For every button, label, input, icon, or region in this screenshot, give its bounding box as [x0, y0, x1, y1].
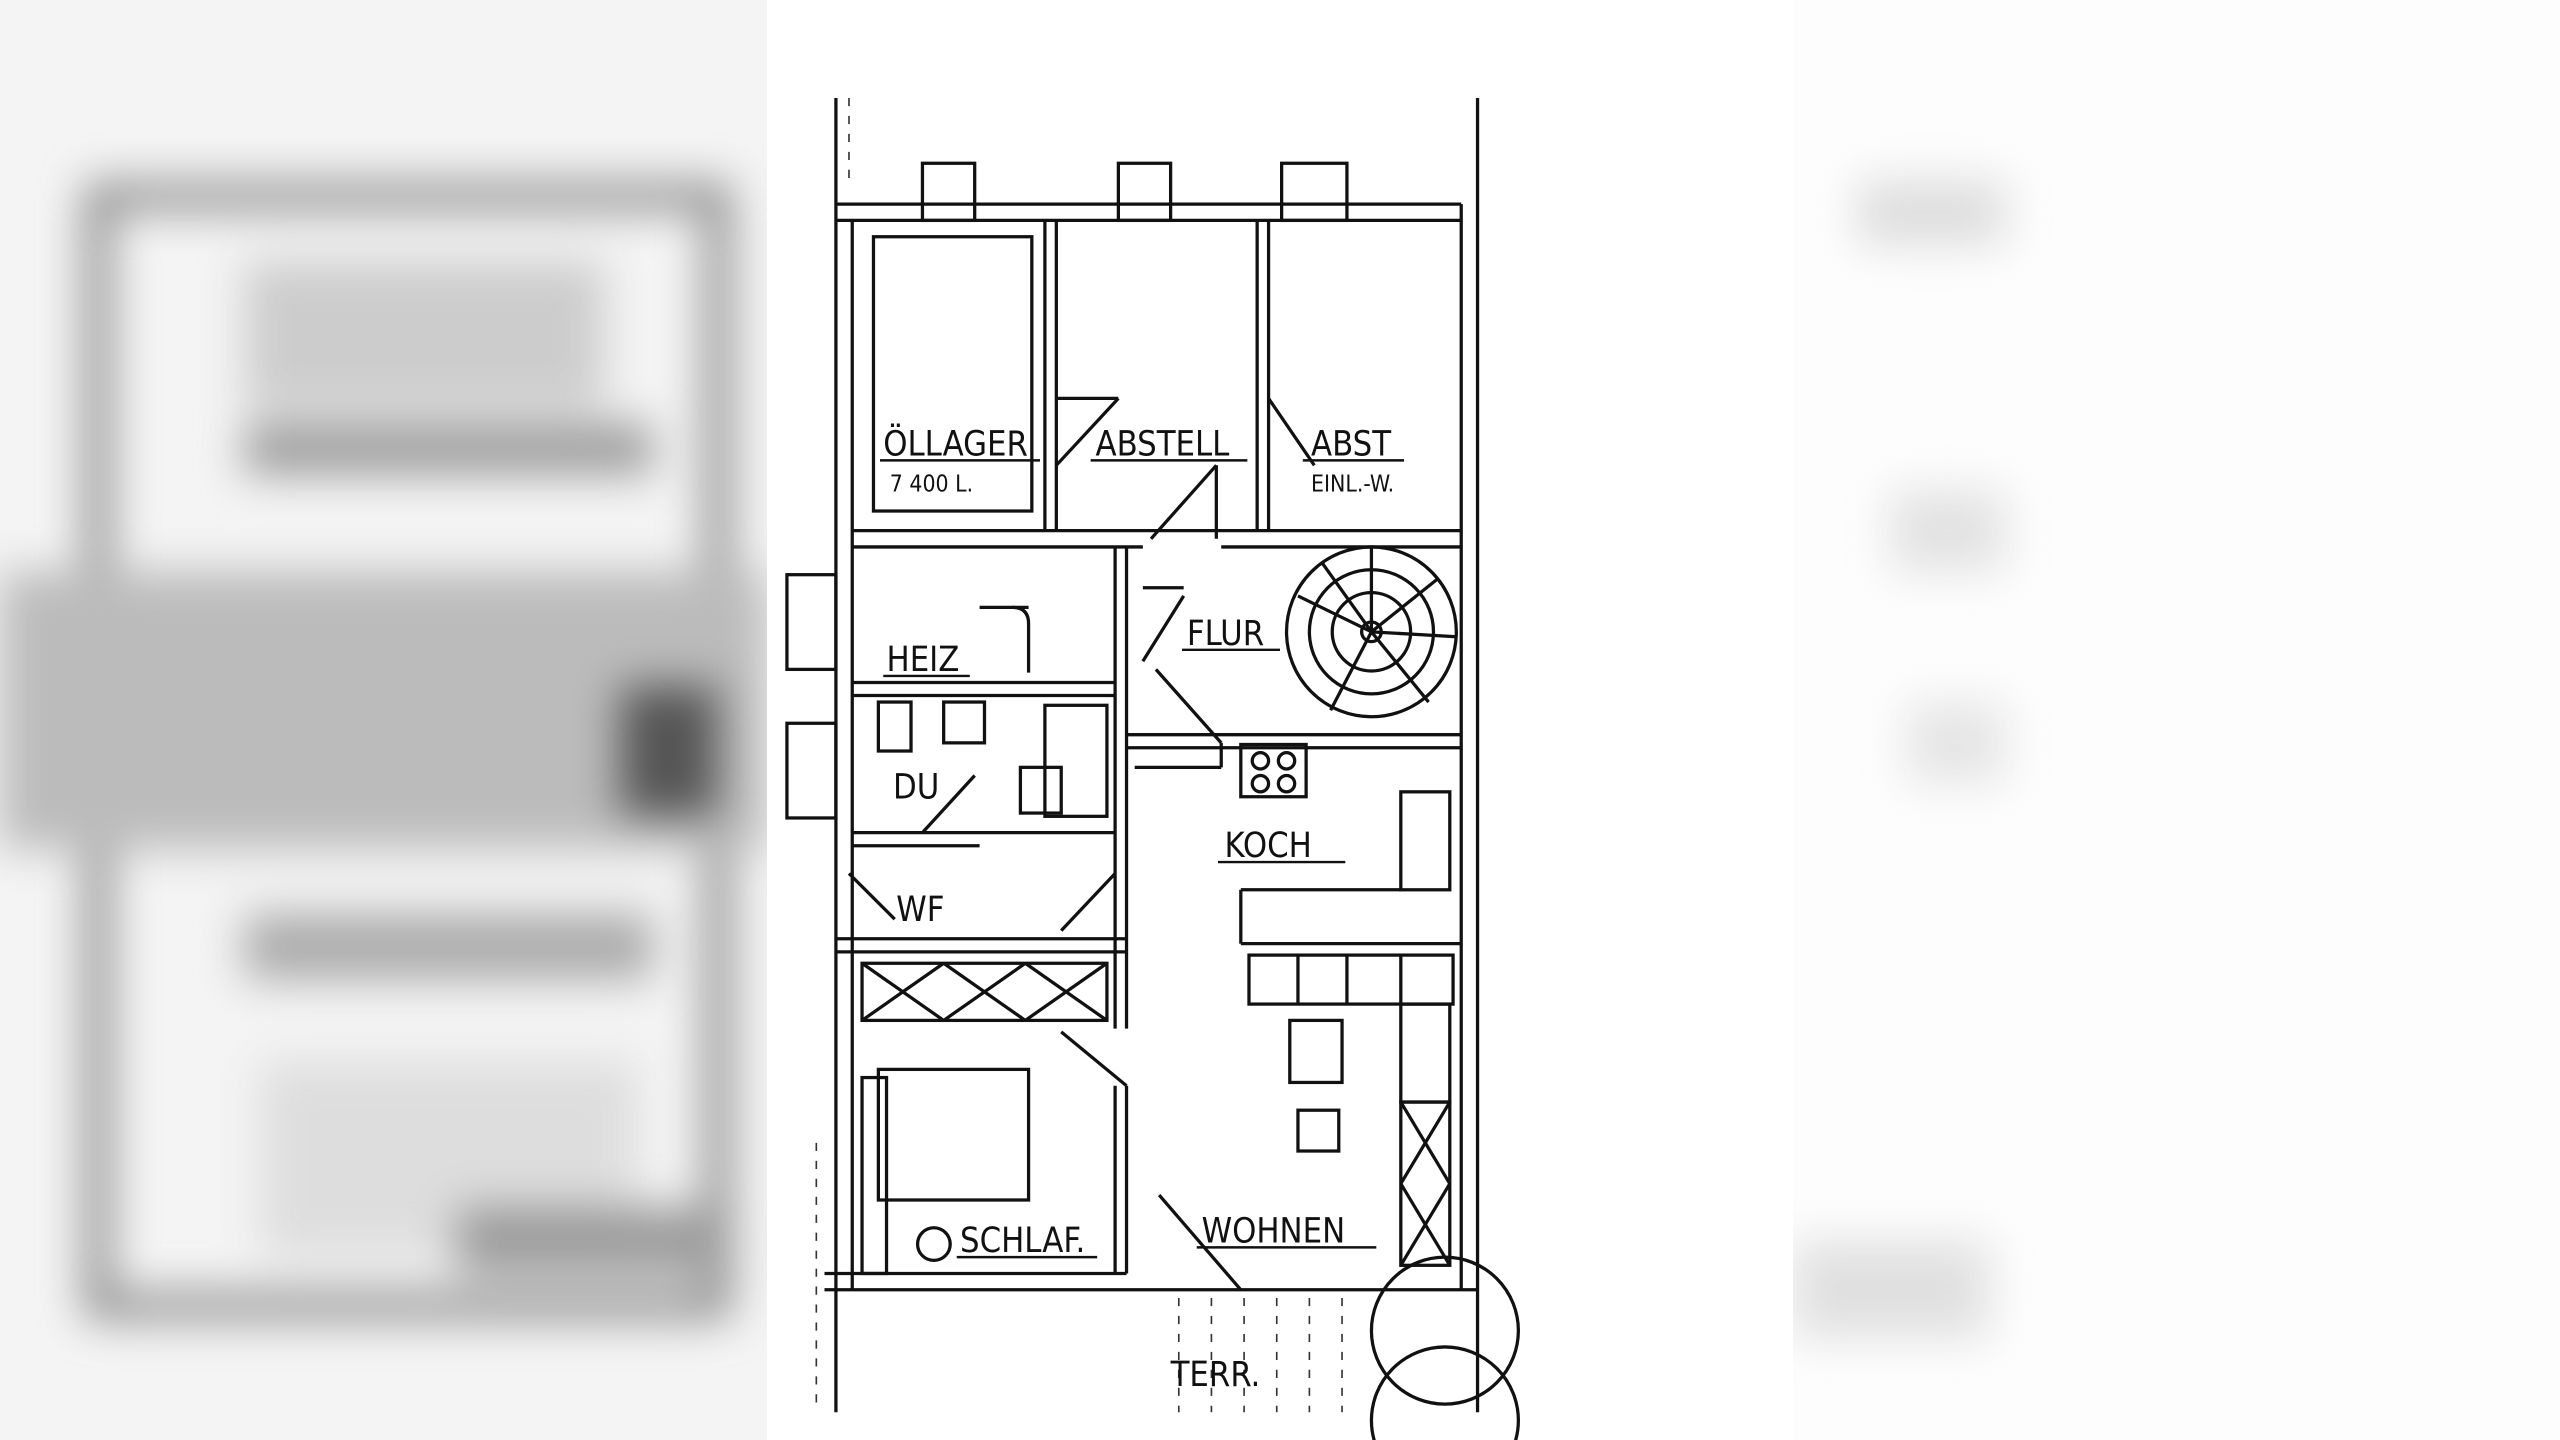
- room-label-oellager: ÖLLAGER: [883, 424, 1028, 465]
- room-label-terr: TERR.: [1170, 1355, 1261, 1395]
- room-label-du: DU: [893, 767, 939, 807]
- walls: [785, 97, 1520, 1440]
- blurred-background-left: [0, 0, 767, 1440]
- room-label-wohnen: WOHNEN: [1202, 1211, 1346, 1251]
- label-underlines: [880, 459, 1405, 1259]
- room-label-koch: KOCH: [1224, 826, 1311, 866]
- room-note-oellager: 7 400 L.: [890, 471, 973, 497]
- room-label-abst: ABST: [1311, 425, 1391, 465]
- blurred-background-right: [1793, 0, 2560, 1440]
- room-label-schlaf: SCHLAF.: [960, 1221, 1085, 1261]
- room-label-flur: FLUR: [1187, 614, 1264, 654]
- room-note-abst: EINL.-W.: [1311, 471, 1394, 497]
- room-label-abstell: ABSTELL: [1096, 425, 1231, 465]
- terrace-hatching: [815, 97, 1343, 1413]
- room-label-heiz: HEIZ: [887, 640, 960, 680]
- room-label-wf: WF: [896, 890, 944, 930]
